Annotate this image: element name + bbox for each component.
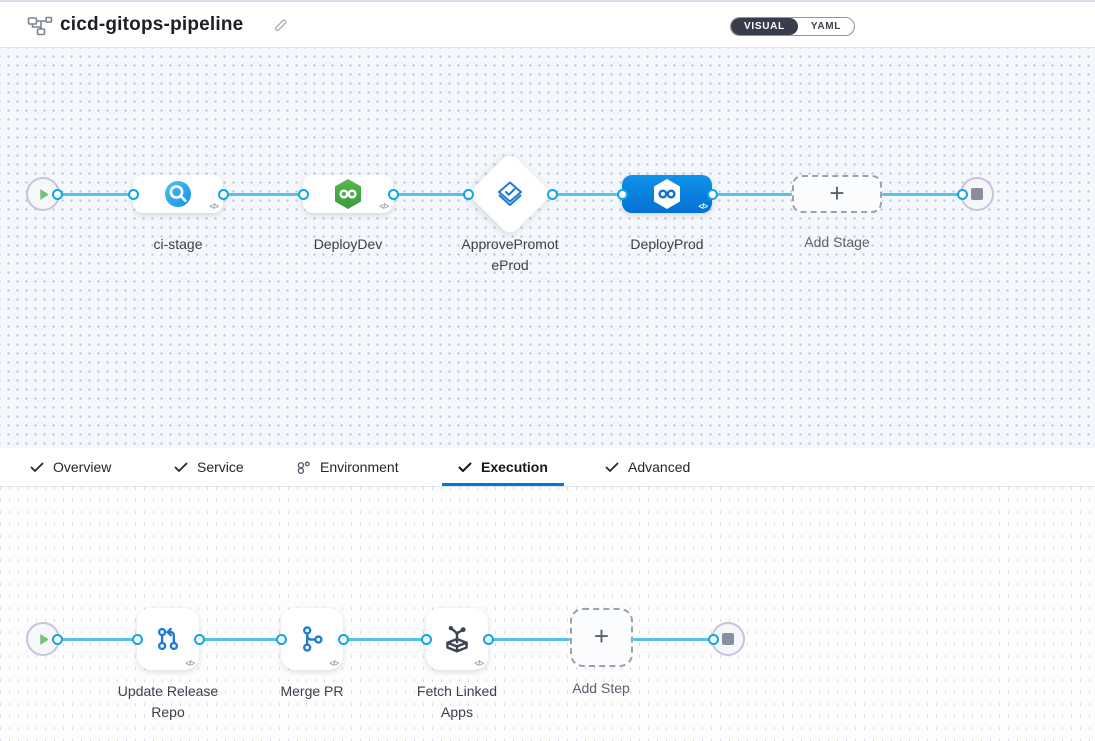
stage-label: ApprovePromoteProd	[461, 236, 559, 273]
tab-service[interactable]: Service	[174, 448, 244, 486]
stage-tabs-bar: Overview Service Environment Execution A…	[0, 448, 1095, 487]
stage-label: ci-stage	[153, 236, 203, 252]
edge	[552, 192, 622, 196]
edge	[199, 637, 281, 641]
stage-node-ci-stage[interactable]: </>	[133, 175, 223, 213]
stop-icon	[722, 633, 734, 645]
connector-port[interactable]	[51, 633, 63, 645]
connector-port[interactable]	[337, 633, 349, 645]
connector-port[interactable]	[131, 633, 143, 645]
tab-overview[interactable]: Overview	[30, 448, 111, 486]
tab-label: Service	[197, 459, 244, 475]
add-stage-label: Add Stage	[804, 234, 870, 250]
tab-execution[interactable]: Execution	[442, 448, 564, 486]
connector-port[interactable]	[127, 188, 139, 200]
cd-icon	[335, 179, 361, 209]
connector-port[interactable]	[707, 633, 719, 645]
edge	[223, 192, 303, 196]
edge	[488, 637, 570, 641]
code-icon: </>	[698, 202, 708, 211]
tab-environment[interactable]: Environment	[296, 448, 399, 486]
cd-icon	[654, 179, 680, 209]
edit-pencil-icon[interactable]	[271, 17, 289, 40]
tab-label: Environment	[320, 459, 399, 475]
stage-node-deployprod[interactable]: </>	[622, 175, 712, 213]
tab-label: Advanced	[628, 459, 691, 475]
stage-node-approvepromoteprod[interactable]	[467, 151, 553, 237]
visual-yaml-toggle: VISUAL YAML	[730, 17, 856, 36]
connector-port[interactable]	[616, 188, 628, 200]
edge	[57, 192, 133, 196]
plus-icon: +	[829, 177, 845, 208]
approval-icon	[498, 181, 522, 206]
ci-icon	[165, 181, 191, 207]
check-icon	[605, 462, 619, 472]
check-icon	[458, 462, 472, 472]
connector-port[interactable]	[275, 633, 287, 645]
page-title: cicd-gitops-pipeline	[60, 13, 244, 35]
stage-label: DeployProd	[630, 236, 704, 252]
code-icon: </>	[185, 659, 195, 668]
code-icon: </>	[474, 659, 484, 668]
add-step-label: Add Step	[572, 680, 630, 696]
environment-icon	[297, 460, 310, 474]
connector-port[interactable]	[193, 633, 205, 645]
code-icon: </>	[209, 202, 219, 211]
header: cicd-gitops-pipeline VISUAL YAML	[0, 0, 1095, 48]
play-icon	[39, 633, 48, 645]
connector-port[interactable]	[387, 188, 399, 200]
step-node-update-release-repo[interactable]: </>	[137, 608, 199, 670]
toggle-visual-button[interactable]: VISUAL	[731, 18, 798, 35]
stage-node-deploydev[interactable]: </>	[303, 175, 393, 213]
stage-label: DeployDev	[313, 236, 383, 252]
connector-port[interactable]	[51, 188, 63, 200]
fetch-linked-apps-icon	[446, 626, 468, 653]
plus-icon: +	[593, 621, 610, 651]
code-icon: </>	[329, 659, 339, 668]
step-label: Fetch Linked Apps	[416, 683, 498, 720]
edge	[882, 192, 962, 196]
connector-port[interactable]	[482, 633, 494, 645]
merge-pr-icon	[303, 626, 323, 652]
execution-canvas[interactable]: </> </> </> +	[0, 487, 1095, 741]
tab-label: Overview	[53, 459, 112, 475]
connector-port[interactable]	[462, 188, 474, 200]
step-label: Update Release Repo	[117, 683, 219, 720]
tab-label: Execution	[481, 459, 548, 475]
connector-port[interactable]	[546, 188, 558, 200]
connector-port[interactable]	[217, 188, 229, 200]
stop-icon	[971, 188, 983, 200]
tab-advanced[interactable]: Advanced	[605, 448, 690, 486]
edge	[343, 637, 426, 641]
play-icon	[39, 188, 48, 200]
pipeline-icon	[27, 15, 53, 42]
connector-port[interactable]	[420, 633, 432, 645]
step-label: Merge PR	[280, 683, 344, 699]
step-node-fetch-linked-apps[interactable]: </>	[426, 608, 488, 670]
edge	[633, 637, 713, 641]
edge	[57, 637, 137, 641]
edge	[712, 192, 792, 196]
connector-port[interactable]	[956, 188, 968, 200]
check-icon	[30, 462, 44, 472]
code-icon: </>	[379, 202, 389, 211]
connector-port[interactable]	[706, 188, 718, 200]
update-release-repo-icon	[157, 627, 179, 651]
toggle-yaml-button[interactable]: YAML	[810, 21, 842, 32]
connector-port[interactable]	[297, 188, 309, 200]
stage-canvas[interactable]: </> </> </>	[0, 48, 1095, 448]
add-stage-button[interactable]: +	[792, 175, 882, 213]
check-icon	[174, 462, 188, 472]
edge	[393, 192, 468, 196]
step-node-merge-pr[interactable]: </>	[281, 608, 343, 670]
add-step-button[interactable]: +	[570, 608, 633, 667]
